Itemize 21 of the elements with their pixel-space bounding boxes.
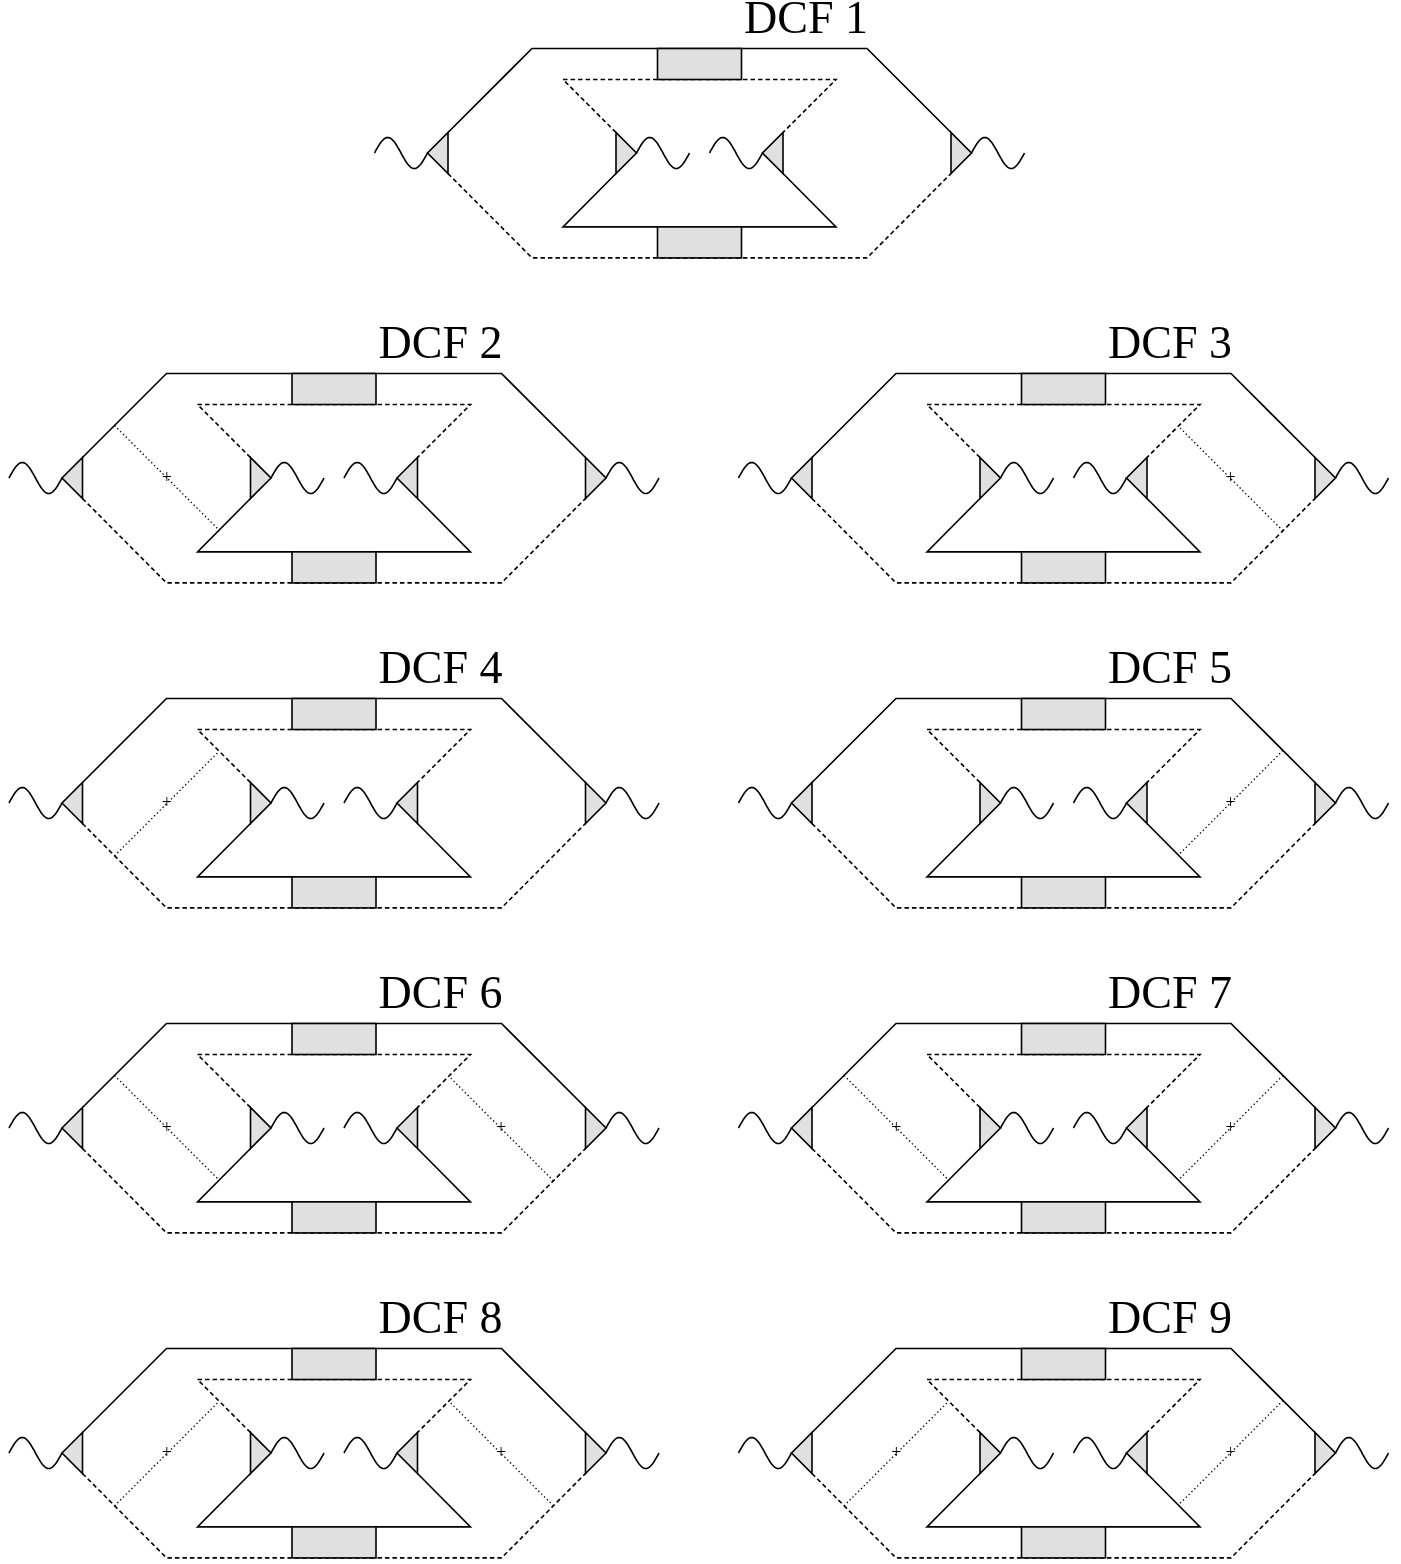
panel-title: DCF 2 [378,325,503,361]
panel-title: DCF 3 [1108,325,1232,361]
plus-sign: + [496,1118,507,1137]
plus-sign: + [161,1443,172,1462]
plus-sign: + [161,468,172,487]
panel-title: DCF 7 [1108,975,1232,1011]
plus-sign: + [1225,1443,1236,1462]
panel-title: DCF 9 [1108,1300,1232,1336]
plus-sign: + [1225,793,1236,812]
panel-title: DCF 4 [378,650,503,686]
plus-sign: + [496,1443,507,1462]
panel-title: DCF 8 [378,1300,503,1336]
plus-sign: + [891,1443,902,1462]
plus-sign: + [161,1118,172,1137]
plus-sign: + [1225,468,1236,487]
plus-sign: + [891,1118,902,1137]
panel-title: DCF 5 [1108,650,1232,686]
panel-title: DCF 6 [378,975,503,1011]
plus-sign: + [161,793,172,812]
panel-title: DCF 1 [744,0,868,36]
plus-sign: + [1225,1118,1236,1137]
